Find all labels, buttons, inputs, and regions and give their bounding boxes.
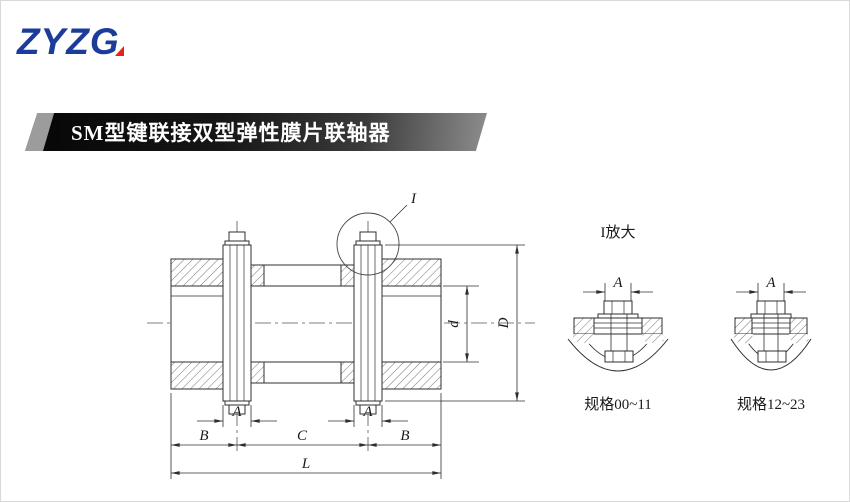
detail-large-dim-A — [736, 283, 806, 301]
page-title: SM型键联接双型弹性膜片联轴器 — [71, 121, 391, 145]
dim-label-b-right: B — [400, 428, 409, 444]
detail-caption-large: 规格12~23 — [737, 396, 805, 413]
banner-bar: SM型键联接双型弹性膜片联轴器 — [43, 113, 487, 151]
detail-ref-label: I — [410, 191, 417, 207]
dim-label-D: D — [496, 317, 512, 329]
right-hub — [381, 258, 442, 390]
dimension-A-left — [197, 405, 277, 427]
detail-dim-a-large: A — [765, 275, 776, 291]
dim-label-a-right: A — [362, 404, 373, 420]
detail-reference-circle — [336, 204, 408, 276]
dimension-d — [443, 285, 479, 363]
dim-label-l: L — [301, 456, 310, 472]
detail-title: I放大 — [601, 224, 636, 241]
spacer-tube — [250, 264, 355, 384]
dimensions — [170, 244, 525, 479]
left-diaphragm-pack — [222, 231, 252, 415]
logo-red-accent-icon — [114, 46, 124, 56]
dimension-D — [385, 244, 525, 402]
detail-caption-small: 规格00~11 — [584, 396, 652, 413]
dim-label-c: C — [297, 428, 308, 444]
dim-label-a-left: A — [231, 404, 242, 420]
main-section-view — [147, 204, 535, 451]
logo-text: ZYZG — [17, 21, 120, 62]
left-hub — [170, 258, 224, 390]
dimension-BCB — [170, 393, 442, 479]
dim-label-b-left: B — [199, 428, 208, 444]
company-logo: ZYZG — [17, 19, 124, 65]
detail-view-small — [567, 283, 669, 372]
right-diaphragm-pack — [353, 231, 383, 415]
dimension-A-right — [328, 405, 408, 427]
dim-label-d: d — [446, 320, 462, 328]
detail-view-large — [730, 283, 812, 371]
title-banner: SM型键联接双型弹性膜片联轴器 — [24, 113, 487, 151]
detail-small-dim-A — [583, 283, 653, 301]
detail-dim-a-small: A — [612, 275, 623, 291]
